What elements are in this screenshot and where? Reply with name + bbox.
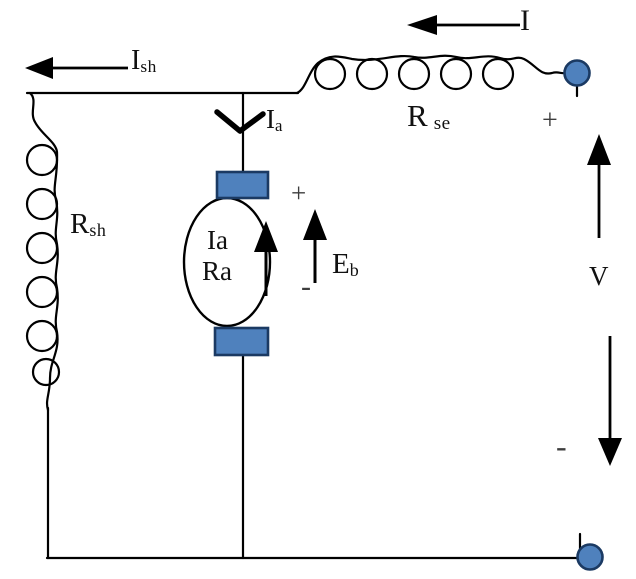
line-current-arrow — [407, 15, 520, 35]
shunt-coil-loop — [25, 319, 59, 353]
label-base: R — [407, 98, 428, 133]
series-coil-loop — [481, 57, 515, 91]
supply-voltage-label: V — [589, 263, 609, 290]
back-emf-label: Eb — [332, 248, 360, 281]
label-base: I — [520, 4, 530, 37]
armature-current-label: Ia — [266, 106, 283, 135]
shunt-coil-loop — [25, 143, 59, 177]
series-coil-loop — [313, 57, 347, 91]
armature-current-direction-chevron — [214, 109, 266, 134]
shunt-field-label: Rsh — [70, 208, 107, 241]
label-base: R — [70, 208, 90, 240]
series-coil-loop — [439, 57, 473, 91]
label-subscript: sh — [140, 57, 157, 77]
voltage-up-arrow — [587, 134, 611, 238]
series-coil-loop — [355, 57, 389, 91]
voltage-down-arrow — [598, 336, 622, 466]
series-coil-loop — [397, 57, 431, 91]
shunt-current-label: Ish — [131, 45, 157, 77]
shunt-coil-loop — [31, 357, 61, 387]
armature-brush-bottom — [213, 326, 270, 357]
series-field-coil — [295, 54, 567, 95]
shunt-field-coil — [25, 91, 61, 412]
shunt-coil-loop — [25, 187, 59, 221]
armature-ra-text: Ra — [202, 258, 232, 285]
label-base: I — [266, 104, 275, 134]
label-subscript: a — [275, 116, 283, 135]
armature-ia-text: Ia — [207, 227, 228, 254]
label-subscript: b — [349, 260, 360, 281]
armature-current-arrow — [254, 221, 278, 296]
label-subscript: sh — [89, 220, 107, 241]
label-base: Ia — [207, 225, 228, 255]
series-coil-spine — [295, 54, 567, 95]
supply-plus-sign: + — [542, 105, 558, 136]
back-emf-arrow — [303, 209, 327, 283]
positive-terminal — [563, 59, 591, 87]
back-emf-minus-sign: - — [301, 270, 311, 303]
shunt-coil-loop — [25, 275, 59, 309]
label-base: Ra — [202, 256, 232, 286]
shunt-coil-loop — [25, 231, 59, 265]
back-emf-plus-sign: + — [291, 178, 307, 208]
shunt-current-arrow — [25, 57, 128, 79]
label-subscript: se — [433, 113, 451, 135]
armature-brush-top — [215, 170, 270, 200]
label-base: E — [332, 248, 350, 280]
label-base: I — [131, 45, 141, 76]
line-current-label: I — [520, 6, 530, 36]
negative-terminal — [576, 543, 604, 571]
supply-minus-sign: - — [556, 428, 567, 464]
label-base: V — [589, 261, 609, 291]
